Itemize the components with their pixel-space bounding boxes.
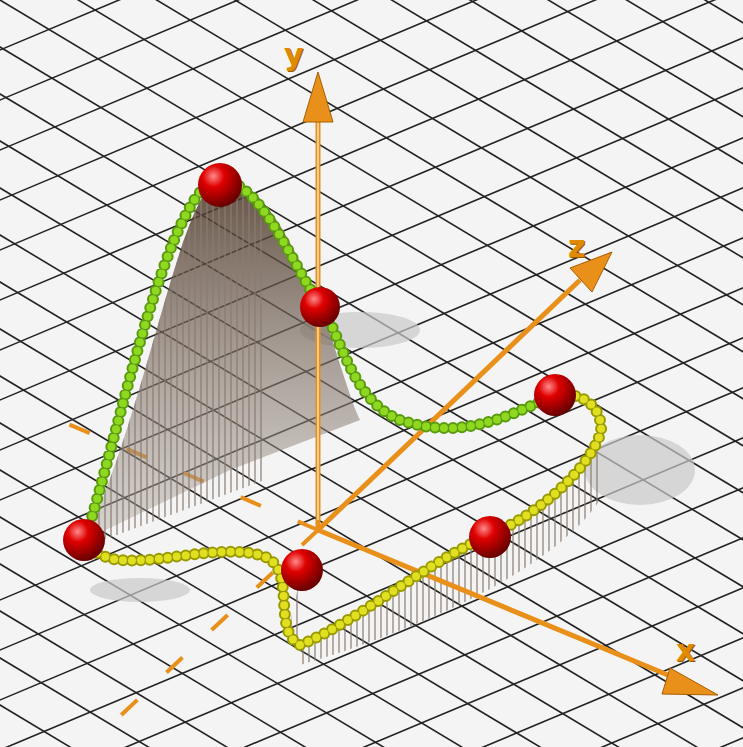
grid-line (0, 0, 743, 339)
grid-line (0, 0, 743, 221)
grid-line (0, 564, 743, 747)
grid-line (0, 364, 743, 721)
grid-line (0, 0, 743, 433)
axis-label: z (568, 232, 585, 262)
spline-curve (85, 394, 601, 645)
grid-line (0, 664, 743, 747)
grid-line (0, 0, 743, 198)
spline-curve (85, 180, 555, 540)
grid-line (0, 675, 743, 747)
grid-line (0, 0, 743, 292)
grid-line (0, 0, 743, 480)
grid-line (0, 714, 743, 747)
control-point (63, 163, 576, 591)
spline-curve (85, 180, 555, 540)
grid-line (0, 628, 743, 747)
axis-label: x (676, 636, 695, 666)
grid-line (0, 0, 743, 57)
grid-line (0, 158, 743, 668)
grid-line (0, 0, 743, 104)
grid-line (0, 0, 743, 386)
grid-line (0, 64, 743, 574)
axis-label: y (284, 40, 304, 70)
grid-line (0, 114, 743, 471)
grid-line (0, 111, 743, 621)
grid-line (0, 64, 743, 421)
spline-curve (85, 394, 601, 645)
grid-line (0, 0, 743, 10)
grid-line (0, 722, 743, 747)
